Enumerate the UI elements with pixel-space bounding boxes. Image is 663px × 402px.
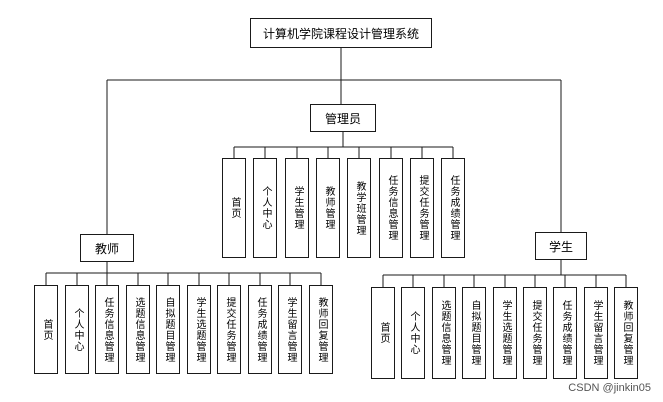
admin-module-label: 首页 [229, 197, 240, 219]
student-module-box: 首页 [371, 287, 395, 379]
teacher-module-label: 学生留言管理 [285, 296, 296, 363]
teacher-module-label: 任务成绩管理 [255, 296, 266, 363]
teacher-module-box: 学生选题管理 [187, 285, 211, 374]
student-module-label: 选题信息管理 [439, 300, 450, 366]
student-module-box: 自拟题目管理 [462, 287, 486, 379]
admin-module-label: 教师管理 [323, 186, 334, 230]
teacher-module-label: 提交任务管理 [224, 296, 235, 363]
admin-module-box: 教学班管理 [347, 158, 371, 258]
student-label: 学生 [548, 239, 573, 254]
teacher-module-box: 任务成绩管理 [248, 285, 272, 374]
student-module-label: 个人中心 [408, 311, 419, 355]
teacher-module-label: 自拟题目管理 [163, 296, 174, 363]
teacher-module-box: 选题信息管理 [126, 285, 150, 374]
student-module-box: 个人中心 [401, 287, 425, 379]
teacher-module-label: 任务信息管理 [102, 296, 113, 363]
teacher-module-box: 首页 [34, 285, 58, 374]
student-module-box: 学生留言管理 [584, 287, 608, 379]
student-module-box: 提交任务管理 [523, 287, 547, 379]
admin-module-box: 教师管理 [316, 158, 340, 258]
student-module-label: 学生选题管理 [500, 300, 511, 366]
admin-module-box: 任务信息管理 [379, 158, 403, 258]
teacher-module-box: 自拟题目管理 [156, 285, 180, 374]
admin-module-box: 提交任务管理 [410, 158, 434, 258]
admin-module-box: 首页 [222, 158, 246, 258]
admin-node: 管理员 [310, 104, 376, 132]
student-module-box: 学生选题管理 [493, 287, 517, 379]
student-module-box: 任务成绩管理 [553, 287, 577, 379]
admin-module-label: 教学班管理 [354, 180, 365, 236]
teacher-module-box: 任务信息管理 [95, 285, 119, 374]
student-module-label: 学生留言管理 [591, 300, 602, 366]
student-module-box: 教师回复管理 [614, 287, 638, 379]
student-node: 学生 [535, 232, 587, 260]
teacher-module-box: 教师回复管理 [309, 285, 333, 374]
teacher-label: 教师 [94, 241, 119, 256]
student-module-label: 首页 [378, 322, 389, 344]
teacher-module-label: 首页 [41, 318, 52, 341]
student-module-box: 选题信息管理 [432, 287, 456, 379]
root-label: 计算机学院课程设计管理系统 [262, 26, 419, 41]
admin-module-label: 学生管理 [292, 186, 303, 230]
admin-module-label: 提交任务管理 [417, 175, 428, 241]
admin-label: 管理员 [324, 111, 361, 126]
teacher-module-box: 提交任务管理 [217, 285, 241, 374]
admin-module-label: 任务成绩管理 [448, 175, 459, 241]
admin-module-label: 任务信息管理 [386, 175, 397, 241]
teacher-module-box: 学生留言管理 [278, 285, 302, 374]
student-module-label: 自拟题目管理 [469, 300, 480, 366]
student-module-label: 教师回复管理 [621, 300, 632, 366]
admin-module-box: 任务成绩管理 [441, 158, 465, 258]
watermark: CSDN @jinkin05 [568, 382, 651, 394]
student-module-label: 任务成绩管理 [560, 300, 571, 366]
teacher-module-label: 选题信息管理 [133, 296, 144, 363]
admin-module-box: 学生管理 [285, 158, 309, 258]
root-node: 计算机学院课程设计管理系统 [250, 18, 432, 48]
teacher-module-box: 个人中心 [65, 285, 89, 374]
teacher-module-label: 个人中心 [72, 307, 83, 352]
teacher-node: 教师 [80, 234, 134, 262]
admin-module-box: 个人中心 [253, 158, 277, 258]
student-module-label: 提交任务管理 [530, 300, 541, 366]
teacher-module-label: 教师回复管理 [316, 296, 327, 363]
admin-module-label: 个人中心 [260, 186, 271, 230]
teacher-module-label: 学生选题管理 [194, 296, 205, 363]
